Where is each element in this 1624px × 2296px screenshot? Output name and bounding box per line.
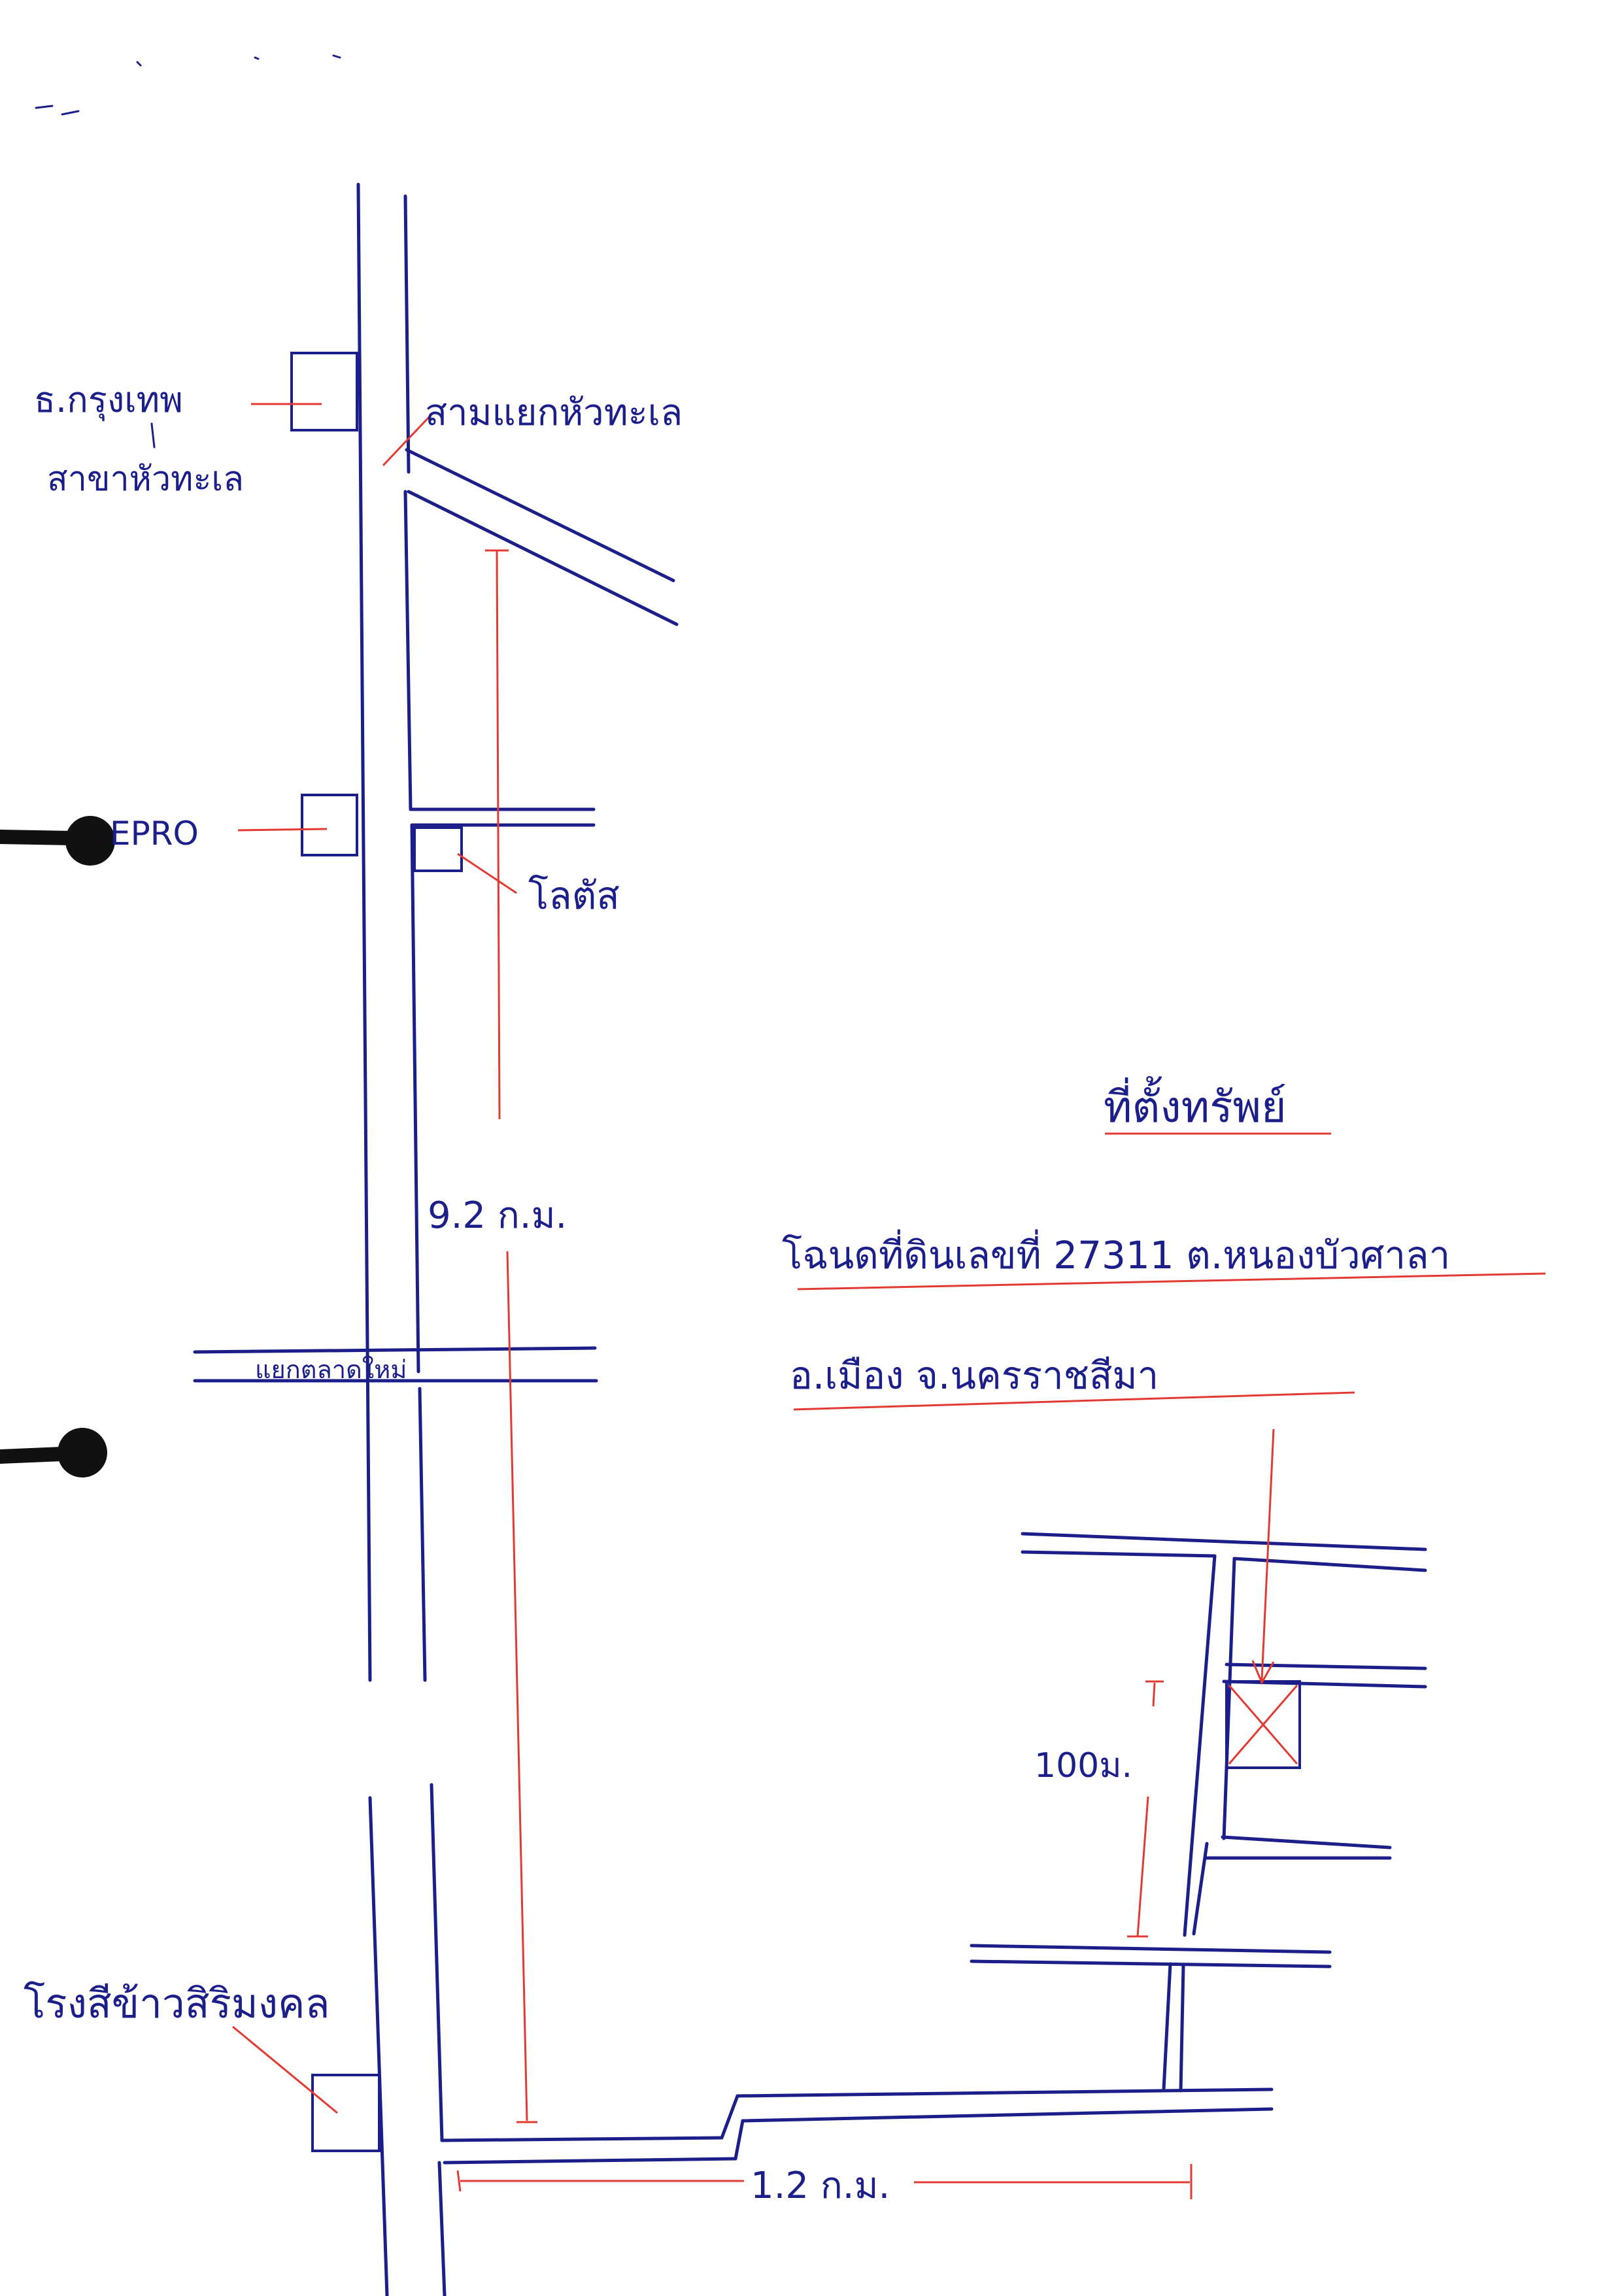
property-pointer-line [1260,1428,1275,1681]
main-road-right-edge-segment-2 [403,490,413,811]
main-road-right-edge-top [403,194,411,474]
deed-line2-underline [793,1391,1355,1411]
bottom-road-upper-jog [720,2094,739,2140]
junction-leader-line [382,414,431,467]
property-pointer-arrowhead [1251,1660,1275,1685]
lower-road-upper-edge [970,1944,1332,1954]
main-road-right-edge-bottom [437,2161,447,2296]
main-road-left-edge-upper [356,182,372,1682]
property-parcel [1225,1680,1301,1769]
main-road-left-edge-lower [368,1796,389,2296]
bottom-road [440,2087,1274,2165]
side-road-lotus [409,807,596,872]
connector-road-left-edge [1162,1962,1172,2091]
dim-main-line-lower [506,1251,528,2121]
top-road-upper-edge [1021,1532,1427,1551]
map-labels: ธ.กรุงเทพ สาขาหัวทะเล สามแยกหัวทะเล EPRO… [24,379,1450,2207]
bottom-road-upper-right [736,2087,1274,2098]
deed-line2: อ.เมือง จ.นครราชสีมา [790,1353,1159,1398]
ink-smudge-lower [0,1447,69,1464]
distance-main-label: 9.2 ก.ม. [428,1194,567,1237]
side-road-a-upper [1225,1663,1427,1670]
lotus-building [413,826,463,872]
bank-label-line1: ธ.กรุงเทพ [34,379,183,422]
access-road-left-edge-upper [1183,1554,1217,1937]
stray-pen-marks [35,54,341,116]
local-road-network [970,1532,1427,2093]
epro-building [301,794,358,856]
bottom-road-upper-left [440,2136,724,2142]
lotus-label: โลตัส [528,873,620,918]
diagonal-road-lower-edge [407,490,679,626]
main-road-right-edge-segment-4 [418,1387,427,1682]
punch-holes [0,816,115,1477]
dim-100m-line-upper [1152,1682,1156,1707]
punch-hole-upper [65,816,115,866]
rice-mill-building [311,2074,381,2152]
side-road-b-upper [1221,1835,1392,1849]
epro-label: EPRO [110,815,199,853]
bottom-road-lower-right [741,2107,1274,2123]
top-road-lower-edge-left [1021,1550,1217,1558]
cross-road-new-market [193,1346,598,1383]
annotation-lines [232,403,1546,2199]
dim-main-line-upper [496,550,501,1120]
junction-new-market-label: แยกตลาดใหม่ [255,1355,407,1384]
main-road-right-edge-lower [430,1783,444,2142]
deed-line1: โฉนดที่ดินเลขที่ 27311 ต.หนองบัวศาลา [782,1229,1450,1277]
dim-100m-line-lower [1136,1796,1149,1937]
junction-huathale-label: สามแยกหัวทะเล [425,392,683,434]
ink-smudge-upper [0,830,79,845]
bank-label-connector [150,422,156,448]
property-heading: ที่ตั้งทรัพย์ [1104,1076,1287,1132]
bottom-road-lower-left [443,2157,737,2165]
epro-leader-line [237,828,328,832]
distance-100m-label: 100ม. [1034,1746,1132,1785]
bank-label-line2: สาขาหัวทะเล [47,460,244,499]
diagonal-road-upper-edge [405,448,675,582]
deed-line1-underline [797,1272,1546,1291]
main-road-right-edge-segment-3 [410,823,420,1374]
access-road-right-edge-upper [1222,1557,1236,1840]
distance-bottom-label: 1.2 ก.ม. [751,2165,890,2207]
main-road [356,182,447,2296]
top-road-lower-edge-right [1232,1557,1427,1572]
bottom-road-lower-jog [734,2119,745,2161]
property-cross-line-2 [1228,1685,1298,1764]
lotus-leader-line [457,853,517,894]
rice-mill-leader-line [232,2025,338,2114]
lower-road-lower-edge [970,1959,1332,1968]
connector-road-right-edge [1179,1963,1185,2093]
rice-mill-label: โรงสีข้าวสิริมงคล [24,1980,330,2027]
diagonal-road-huathale [405,448,679,626]
bangkok-bank-building [290,352,358,431]
cross-road-upper-edge [193,1346,597,1354]
dim-bottom-left-tick [456,2170,462,2192]
punch-hole-lower [58,1428,107,1477]
